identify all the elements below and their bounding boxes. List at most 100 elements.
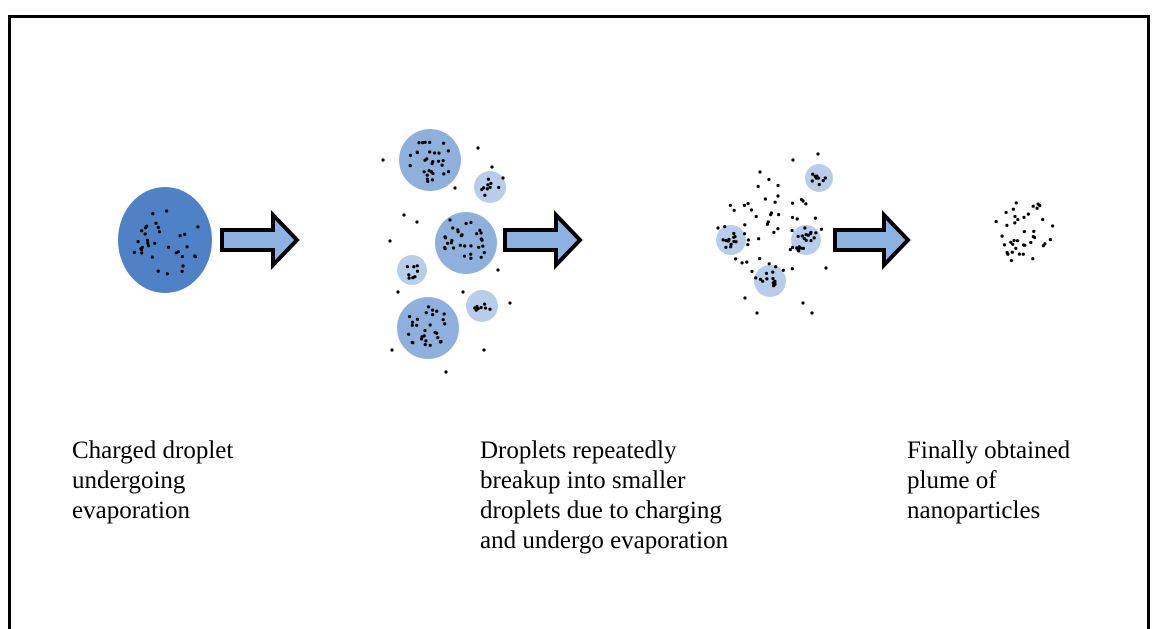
particle-dot: [440, 163, 444, 167]
particle-dot: [431, 313, 435, 317]
particle-dot: [774, 265, 778, 269]
particle-dot: [483, 193, 487, 197]
particle-dot: [771, 270, 775, 274]
particle-dot: [817, 182, 821, 187]
particle-dot: [486, 183, 490, 187]
particle-dot: [756, 184, 760, 188]
particle-dot: [790, 215, 795, 220]
particle-dot: [766, 220, 770, 224]
arrow-2: [503, 210, 583, 270]
particle-dot: [496, 268, 500, 272]
particle-dot: [464, 221, 468, 226]
particle-dot: [424, 311, 428, 315]
particle-dot: [150, 255, 154, 259]
particle-dot: [767, 262, 771, 266]
main-droplet: [118, 187, 212, 293]
particle-dot: [415, 323, 419, 327]
particle-dot: [429, 170, 434, 174]
particle-dot: [132, 250, 136, 254]
particle-dot: [1026, 212, 1030, 216]
particle-dot: [451, 226, 455, 230]
particle-dot: [408, 164, 412, 168]
particle-dot: [180, 269, 184, 273]
particle-dot: [806, 233, 811, 237]
particle-dot: [810, 179, 814, 183]
particle-dot: [1032, 229, 1036, 233]
particle-dot: [442, 172, 446, 176]
caption-stage3: Finally obtained plume of nanoparticles: [907, 437, 1071, 524]
particle-dot: [788, 248, 792, 252]
particle-dot: [743, 223, 747, 227]
particle-dot: [791, 158, 795, 162]
particle-dot: [428, 343, 432, 347]
particle-dot: [746, 202, 750, 206]
particle-dot: [823, 176, 827, 180]
droplet-a: [399, 129, 461, 191]
particle-dot: [777, 213, 781, 217]
particle-dot: [145, 238, 150, 242]
particle-dot: [1035, 206, 1039, 210]
particle-dot: [763, 197, 768, 201]
particle-dot: [1011, 207, 1016, 211]
particle-dot: [136, 240, 140, 244]
particle-dot: [157, 230, 162, 234]
particle-dot: [750, 269, 754, 273]
particle-dot: [1017, 252, 1022, 256]
particle-dot: [178, 234, 182, 238]
caption-stage1: Charged droplet undergoing evaporation: [72, 437, 234, 524]
particle-dot: [423, 343, 427, 347]
particle-dot: [408, 153, 413, 157]
particle-dot: [431, 308, 435, 312]
particle-dot: [1011, 242, 1015, 246]
particle-dot: [799, 197, 804, 202]
particle-dot: [729, 245, 733, 249]
particle-dot: [183, 232, 187, 236]
diagram-frame: [8, 15, 1150, 629]
particle-dot: [486, 177, 490, 181]
particle-dot: [381, 158, 385, 162]
particle-dot: [435, 309, 439, 313]
particle-dot: [174, 251, 178, 255]
particle-dot: [803, 226, 807, 230]
particle-dot: [743, 232, 747, 236]
particle-dot: [501, 176, 505, 180]
particle-dot: [415, 220, 419, 224]
particle-dot: [732, 239, 736, 244]
nanoparticles: [132, 140, 1055, 374]
particle-dot: [743, 296, 747, 300]
particle-dot: [742, 203, 747, 207]
particle-dot: [181, 264, 185, 268]
particle-dot: [402, 213, 406, 217]
particle-dot: [994, 220, 998, 224]
particle-dot: [815, 174, 819, 178]
particle-dot: [721, 238, 725, 242]
particle-dot: [1029, 240, 1033, 245]
droplet-e: [466, 290, 498, 322]
particle-dot: [426, 305, 431, 309]
particle-dot: [1015, 239, 1020, 243]
particle-dot: [428, 150, 432, 154]
particle-dot: [488, 185, 492, 189]
particle-dot: [810, 311, 814, 315]
particle-dot: [821, 179, 825, 183]
particle-dot: [469, 244, 473, 248]
particle-dot: [729, 242, 733, 246]
particle-dot: [824, 266, 828, 270]
particle-dot: [441, 159, 445, 163]
particle-dot: [476, 307, 480, 311]
particle-dot: [443, 322, 447, 326]
particle-dot: [415, 317, 420, 321]
arrow-1: [220, 210, 300, 270]
stage3-droplets: [716, 164, 833, 297]
particle-dot: [790, 228, 794, 233]
particle-dot: [463, 244, 467, 248]
particle-dot: [458, 243, 462, 247]
particle-dot: [423, 328, 427, 333]
arrow-3: [833, 210, 911, 270]
particle-dot: [407, 276, 411, 280]
particle-dot: [1031, 204, 1035, 208]
particle-dot: [1051, 224, 1055, 228]
particle-dot: [185, 245, 189, 249]
particle-dot: [791, 245, 795, 249]
particle-dot: [156, 225, 160, 229]
